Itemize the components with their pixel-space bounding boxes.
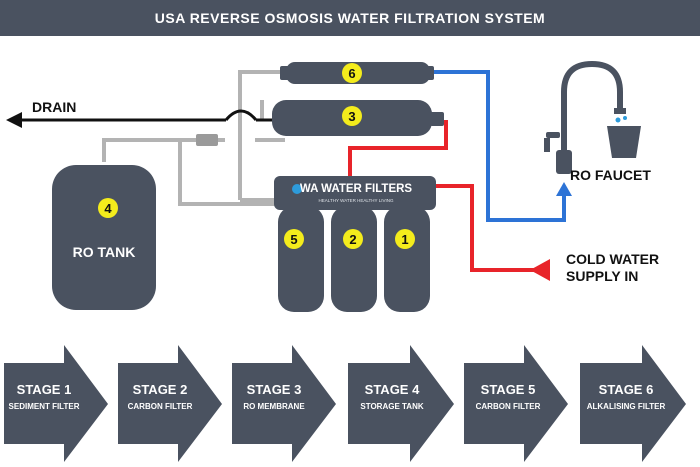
canister-1: [384, 206, 430, 312]
ro-tank: [52, 165, 156, 310]
badge-2: [343, 229, 363, 249]
drain-label: DRAIN: [32, 99, 76, 115]
stage-arrow-1: STAGE 1 SEDIMENT FILTER: [4, 345, 108, 462]
badge-5-label: 5: [290, 232, 297, 247]
stage-4-title: STAGE 4: [365, 382, 420, 397]
pure-water-pipe: [426, 70, 566, 222]
stage-1-title: STAGE 1: [17, 382, 72, 397]
pipe-tank-loop: [178, 140, 275, 206]
stage-2-subtitle: CARBON FILTER: [128, 402, 193, 411]
ro-tank-label: RO TANK: [73, 244, 136, 260]
badge-3: [342, 106, 362, 126]
badge-1-label: 1: [401, 232, 408, 247]
badge-6-label: 6: [348, 66, 355, 81]
brand-tagline: HEALTHY WATER HEALTHY LIVING: [319, 198, 394, 203]
stage-arrow-6: STAGE 6 ALKALISING FILTER: [580, 345, 686, 462]
supply-arrow-icon: [530, 259, 550, 281]
page-title: USA REVERSE OSMOSIS WATER FILTRATION SYS…: [0, 0, 700, 36]
stage-arrow-3: STAGE 3 RO MEMBRANE: [232, 345, 336, 462]
cold-water-label-line2: SUPPLY IN: [566, 268, 638, 284]
badge-2-label: 2: [349, 232, 356, 247]
faucet-arrow-icon: [556, 182, 572, 196]
drain-pipe-hop: [224, 109, 258, 121]
pipe-tank-up: [102, 138, 225, 162]
stage-5-title: STAGE 5: [481, 382, 536, 397]
stage-6-title: STAGE 6: [599, 382, 654, 397]
check-valve: [196, 134, 218, 146]
pipe-to-filter-6: [238, 70, 290, 200]
stage-arrow-2: STAGE 2 CARBON FILTER: [118, 345, 222, 462]
faucet-icon: [544, 60, 641, 174]
cold-water-label-line1: COLD WATER: [566, 251, 659, 267]
canister-5: [278, 206, 324, 312]
grey-pipes: [102, 70, 290, 206]
stage-4-subtitle: STORAGE TANK: [360, 402, 423, 411]
stage-5-subtitle: CARBON FILTER: [476, 402, 541, 411]
brand-name: WA WATER FILTERS: [300, 183, 413, 195]
badge-5: [284, 229, 304, 249]
badge-6: [342, 63, 362, 83]
badge-4: [98, 198, 118, 218]
drain-arrow-icon: [6, 112, 22, 128]
brand-logo-icon: [292, 184, 302, 194]
pipe-supply-in: [432, 184, 545, 272]
stage-3-subtitle: RO MEMBRANE: [243, 402, 305, 411]
stage-6-subtitle: ALKALISING FILTER: [587, 402, 666, 411]
stage-arrow-4: STAGE 4 STORAGE TANK: [348, 345, 454, 462]
badge-4-label: 4: [104, 201, 112, 216]
stage-1-subtitle: SEDIMENT FILTER: [9, 402, 80, 411]
stage-3-title: STAGE 3: [247, 382, 302, 397]
stage-arrow-5: STAGE 5 CARBON FILTER: [464, 345, 568, 462]
canister-2: [331, 206, 377, 312]
badge-1: [395, 229, 415, 249]
ro-faucet-label: RO FAUCET: [570, 167, 651, 183]
badge-3-label: 3: [348, 109, 355, 124]
canister-head: [274, 176, 436, 210]
stage-2-title: STAGE 2: [133, 382, 188, 397]
